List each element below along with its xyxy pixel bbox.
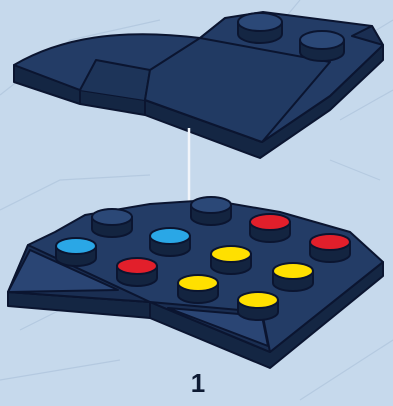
stud-red-4 [310, 234, 350, 262]
upper-wedge-plate [14, 12, 383, 158]
upper-stud-1 [238, 13, 282, 43]
step-number: 1 [178, 368, 218, 399]
stud-red-3 [250, 214, 290, 242]
stud-blue-6 [150, 228, 190, 256]
stud-yellow-8 [273, 263, 313, 291]
stud-dark-1 [92, 209, 132, 237]
stud-yellow-11 [238, 292, 278, 320]
stud-blue-5 [56, 238, 96, 266]
stud-yellow-10 [178, 275, 218, 303]
stud-dark-2 [191, 197, 231, 225]
upper-stud-2 [300, 31, 344, 61]
stud-red-9 [117, 258, 157, 286]
stud-yellow-7 [211, 246, 251, 274]
